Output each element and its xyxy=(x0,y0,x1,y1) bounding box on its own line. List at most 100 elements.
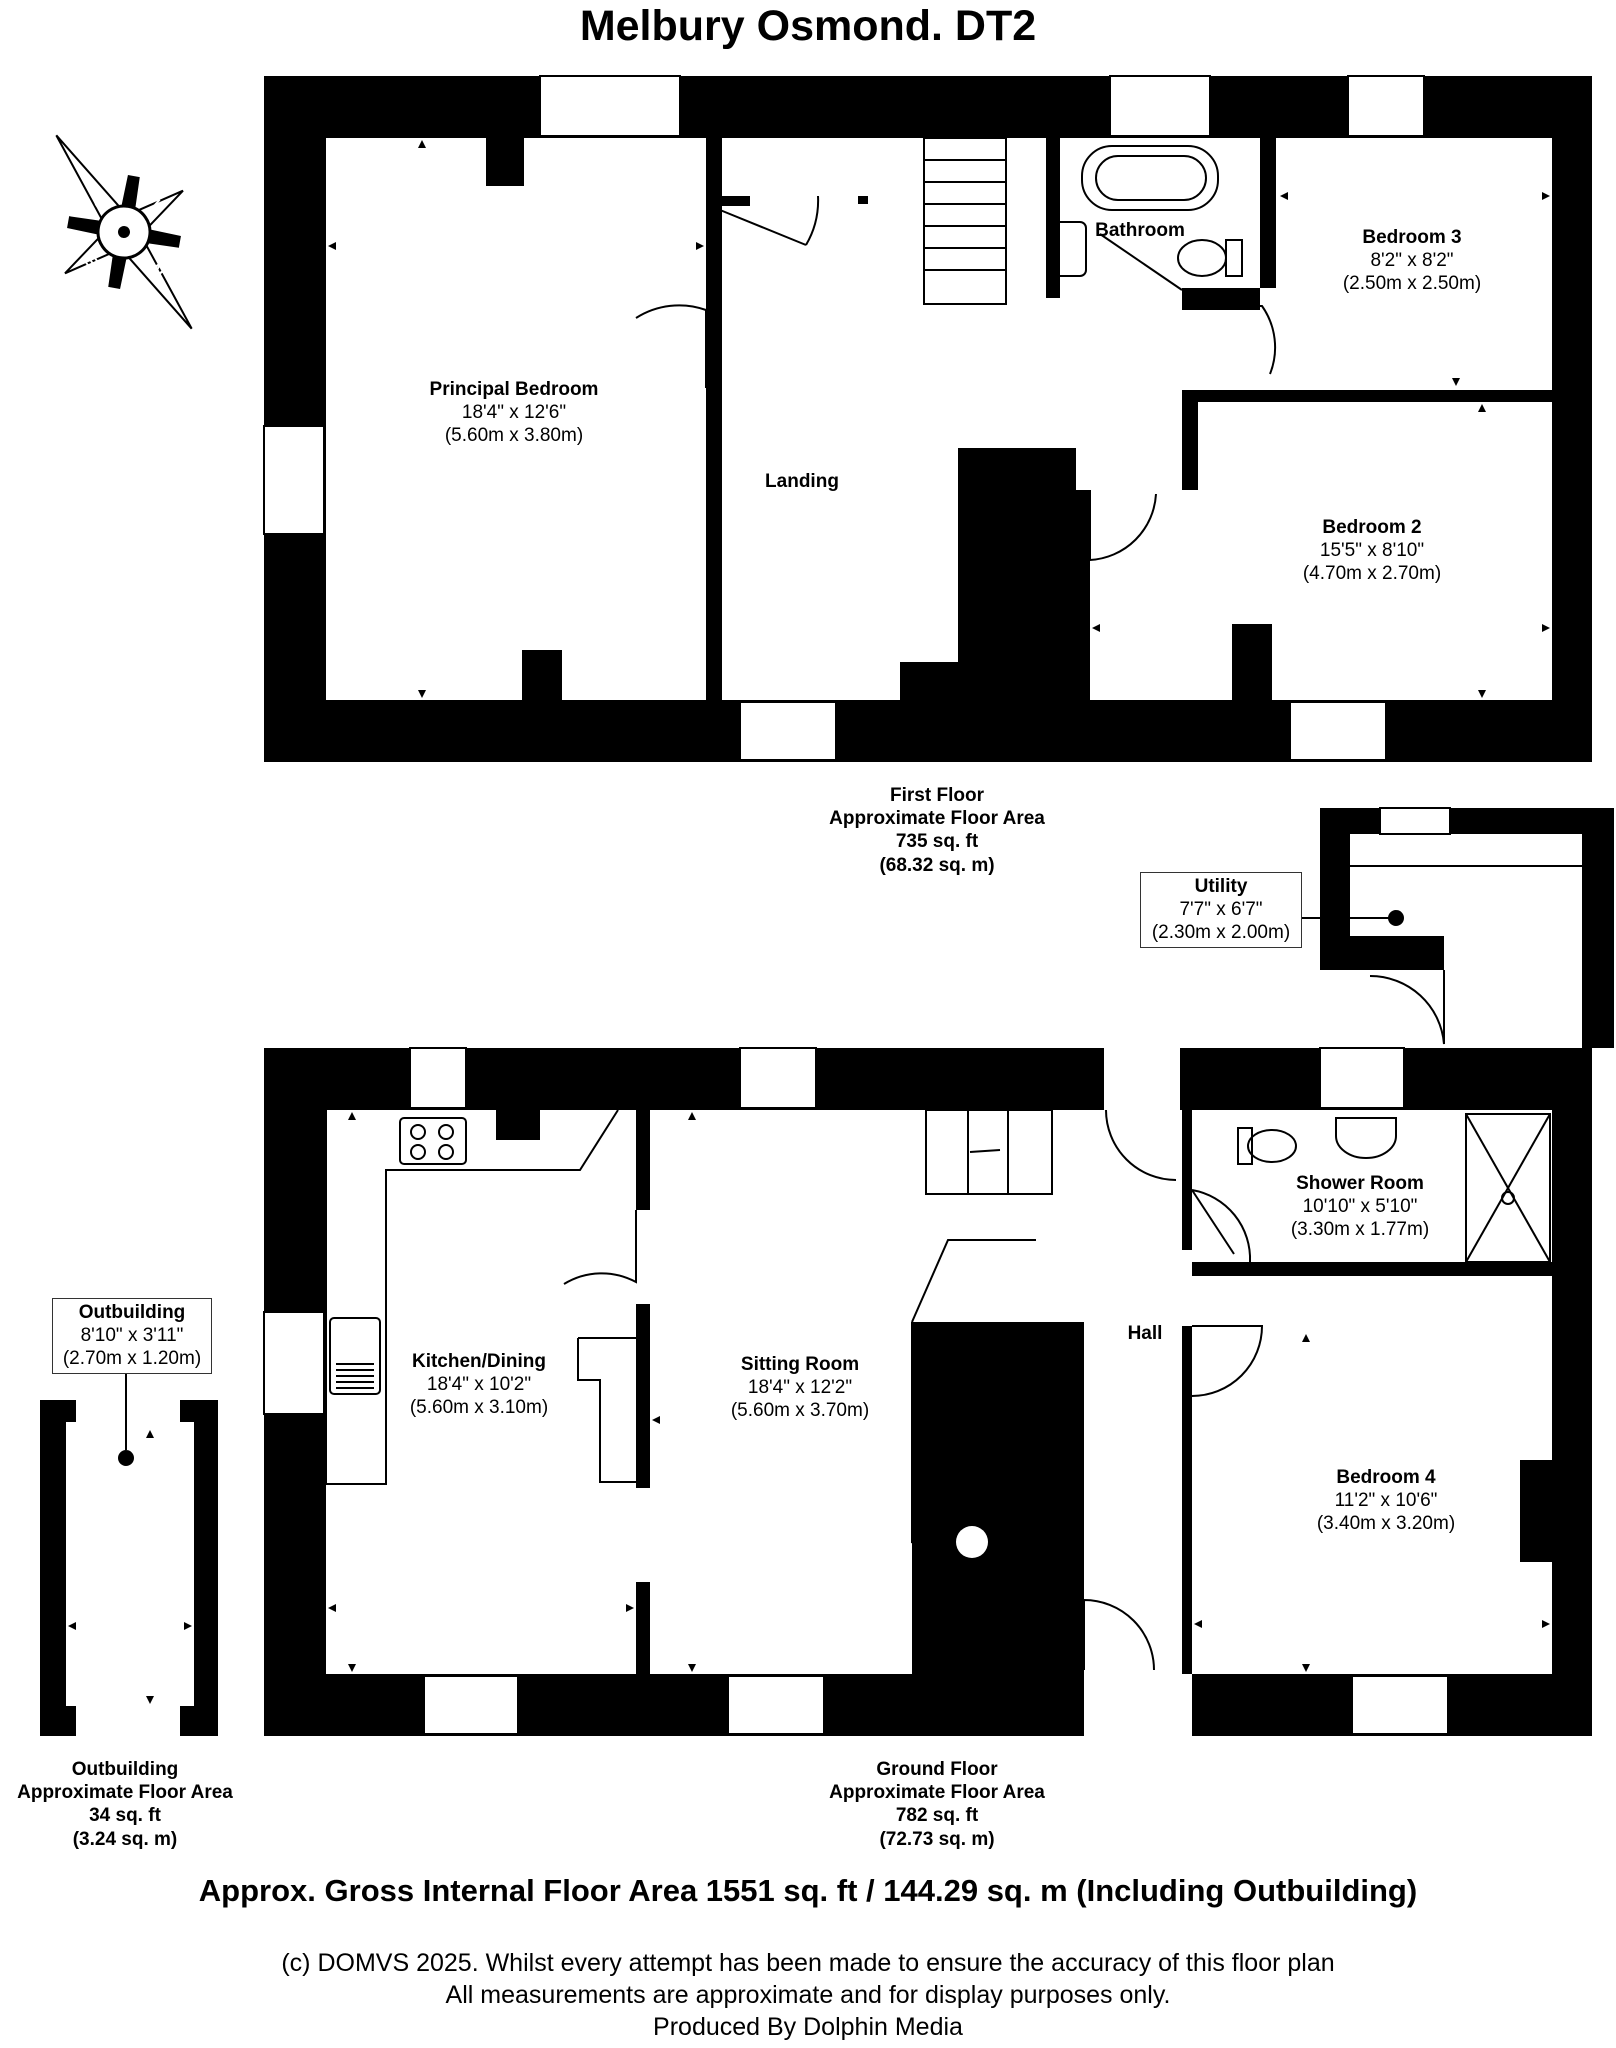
stair-void xyxy=(958,448,1076,700)
utility-wall-inner xyxy=(1350,936,1444,970)
room-name: Principal Bedroom xyxy=(429,379,599,400)
chimney-breast xyxy=(486,138,524,186)
bathtub xyxy=(1081,145,1219,211)
room-name: Bedroom 3 xyxy=(1362,227,1462,248)
wall-kitchen-sitting-top xyxy=(636,1110,650,1210)
wall-hall-shower xyxy=(1182,1110,1192,1250)
stair-base xyxy=(900,662,960,700)
ground-staircase xyxy=(925,1109,1053,1195)
window xyxy=(1379,807,1451,835)
room-utility: Utility 7'7" x 6'7" (2.30m x 2.00m) xyxy=(1140,872,1302,948)
hall-inner-door xyxy=(1105,1109,1177,1181)
room-name: Utility xyxy=(1194,876,1248,897)
hob xyxy=(399,1117,467,1165)
room-dimensions-metric: (2.30m x 2.00m) xyxy=(1151,922,1291,944)
ground-floor-windows xyxy=(263,1047,1449,1736)
shower-tray xyxy=(1465,1113,1551,1263)
credit-line-1: (c) DOMVS 2025. Whilst every attempt has… xyxy=(281,1949,1335,1977)
first-floor-markers xyxy=(328,140,1550,698)
chimney-block xyxy=(522,650,562,700)
front-door-gap xyxy=(1084,1674,1192,1736)
room-dimensions-metric: (5.60m x 3.10m) xyxy=(409,1397,549,1419)
room-name: Shower Room xyxy=(1296,1173,1424,1194)
kitchen-worktop xyxy=(325,1109,619,1485)
room-bathroom: Bathroom xyxy=(1095,220,1185,241)
room-name: Bedroom 4 xyxy=(1336,1467,1436,1488)
staircase xyxy=(923,137,1007,305)
first-floor-fixtures xyxy=(635,137,1277,562)
floor-area-sqft: 34 sq. ft xyxy=(89,1805,161,1827)
outbuilding-wall-left xyxy=(40,1400,66,1736)
shower-room-toilet xyxy=(1247,1129,1297,1163)
utility-plan xyxy=(1320,807,1614,1048)
window xyxy=(727,1675,825,1735)
room-dimensions-metric: (2.50m x 2.50m) xyxy=(1342,273,1482,295)
window xyxy=(1289,701,1387,761)
room-dimensions-metric: (3.30m x 1.77m) xyxy=(1290,1219,1430,1241)
bed2-chimney xyxy=(1232,624,1272,700)
compass xyxy=(55,134,193,330)
room-dimensions: 18'4" x 12'6" xyxy=(461,402,567,424)
window xyxy=(739,701,837,761)
wall-kitchen-sitting-bottom xyxy=(636,1582,650,1674)
floor-name: Ground Floor xyxy=(876,1759,998,1780)
kitchen-chimney xyxy=(496,1110,540,1140)
window xyxy=(739,1047,817,1109)
window xyxy=(1351,1675,1449,1735)
first-floor-wall-right xyxy=(1552,76,1592,762)
principal-bedroom-door xyxy=(635,304,707,388)
wall-bed3-bed2 xyxy=(1196,390,1552,402)
wall-bed2-left xyxy=(1076,490,1090,700)
floor-area-label: Approximate Floor Area xyxy=(17,1782,233,1804)
room-dimensions-metric: (3.40m x 3.20m) xyxy=(1316,1513,1456,1535)
room-dimensions: 15'5" x 8'10" xyxy=(1319,540,1425,562)
room-dimensions: 18'4" x 12'2" xyxy=(747,1377,853,1399)
room-name: Kitchen/Dining xyxy=(411,1351,547,1372)
outbuilding-area: Outbuilding Approximate Floor Area 34 sq… xyxy=(0,1758,250,1851)
room-dimensions: 7'7" x 6'7" xyxy=(1179,899,1263,921)
room-sitting-room: Sitting Room 18'4" x 12'2" (5.60m x 3.70… xyxy=(700,1353,900,1423)
outbuilding-wall-top-left xyxy=(40,1400,76,1422)
utility-door xyxy=(1369,970,1445,1045)
wall-principal-landing xyxy=(706,138,722,700)
ground-floor-markers xyxy=(328,1112,1550,1672)
first-floor-area: First Floor Approximate Floor Area 735 s… xyxy=(800,784,1074,877)
bathroom-door xyxy=(1099,233,1183,291)
cupboard-door xyxy=(719,195,820,246)
utility-wall-top xyxy=(1320,808,1592,834)
floor-area-sqft: 735 sq. ft xyxy=(895,831,979,853)
room-landing: Landing xyxy=(765,471,839,492)
outbuilding-wall-bottom-left xyxy=(40,1706,76,1736)
sink-drainer xyxy=(336,1363,374,1389)
window xyxy=(263,425,325,535)
kitchen-door xyxy=(563,1210,637,1285)
room-bedroom-2: Bedroom 2 15'5" x 8'10" (4.70m x 2.70m) xyxy=(1272,516,1472,586)
first-floor-windows xyxy=(263,75,1425,761)
room-bedroom-3: Bedroom 3 8'2" x 8'2" (2.50m x 2.50m) xyxy=(1312,226,1512,296)
ground-wall-top-left xyxy=(264,1048,1104,1110)
credit-line-2: All measurements are approximate and for… xyxy=(445,1981,1171,2009)
outbuilding-fixture xyxy=(118,1450,134,1466)
wall-shower-bedroom4 xyxy=(1192,1262,1552,1276)
room-kitchen-dining: Kitchen/Dining 18'4" x 10'2" (5.60m x 3.… xyxy=(384,1350,574,1420)
shower-room-cistern xyxy=(1237,1127,1253,1165)
window xyxy=(539,75,681,137)
wall-hall-bedroom4 xyxy=(1182,1326,1192,1676)
window xyxy=(423,1675,519,1735)
first-floor-wall-left xyxy=(264,76,326,762)
bathroom-cistern xyxy=(1225,239,1243,277)
room-name: Outbuilding xyxy=(78,1302,186,1323)
room-principal-bedroom: Principal Bedroom 18'4" x 12'6" (5.60m x… xyxy=(384,378,644,448)
room-dimensions: 8'10" x 3'11" xyxy=(80,1325,184,1347)
room-dimensions: 18'4" x 10'2" xyxy=(426,1374,532,1396)
floor-area-sqm: (68.32 sq. m) xyxy=(879,854,995,876)
breakfast-bar xyxy=(577,1337,636,1483)
credit-line-3: Produced By Dolphin Media xyxy=(653,2013,963,2041)
room-dimensions-metric: (4.70m x 2.70m) xyxy=(1302,563,1442,585)
window xyxy=(409,1047,467,1109)
outbuilding-wall-right xyxy=(194,1400,218,1736)
understairs-door xyxy=(911,1239,1036,1323)
ground-stair-block xyxy=(912,1322,1084,1674)
ground-wall-right xyxy=(1552,1048,1592,1736)
stair-fixture xyxy=(956,1526,988,1558)
